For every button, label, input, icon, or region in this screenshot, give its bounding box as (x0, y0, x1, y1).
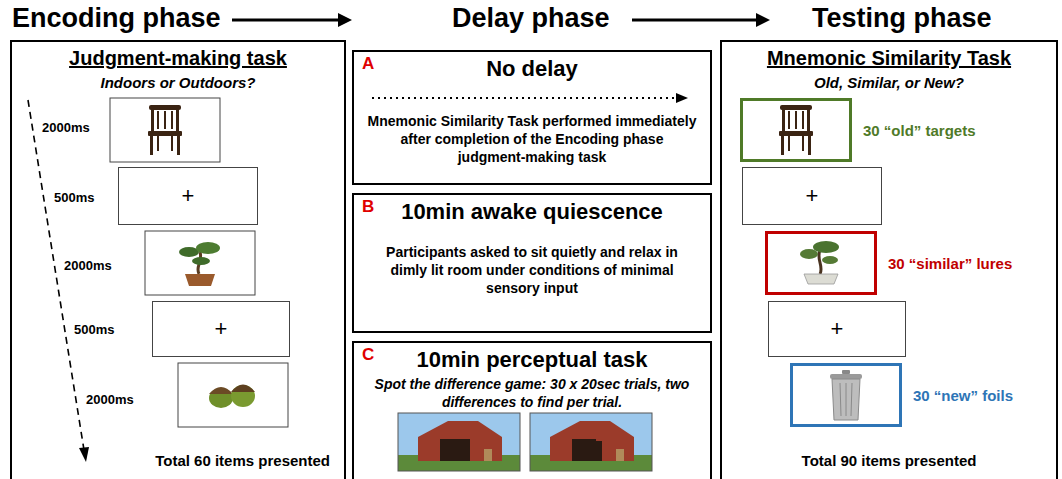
condition-title: No delay (366, 56, 698, 82)
timing-label: 2000ms (84, 392, 136, 408)
panel-subtitle: Old, Similar, or New? (722, 73, 1056, 92)
phase-heading: Delay phase (452, 2, 610, 34)
trial-label: 30 “new” foils (913, 387, 1013, 404)
condition-text: Mnemonic Similarity Task performed immed… (366, 112, 698, 166)
foil-frame: 30 “new” foils (790, 363, 902, 427)
item-count: Total 90 items presented (722, 452, 1056, 469)
timing-label: 500ms (52, 190, 96, 206)
condition-box: ANo delayMnemonic Similarity Task perfor… (352, 50, 712, 185)
timing-label: 2000ms (40, 120, 92, 136)
fixation-slide: + (152, 301, 290, 357)
phase-heading: Encoding phase (12, 2, 221, 34)
fixation-slide: + (118, 167, 258, 225)
panel-subtitle: Indoors or Outdoors? (12, 73, 344, 92)
condition-text: Participants asked to sit quietly and re… (366, 243, 698, 297)
phase-heading: Testing phase (812, 2, 992, 34)
condition-box: C10min perceptual taskSpot the differenc… (352, 341, 712, 479)
fixation-cross: + (831, 317, 844, 341)
fixation-cross: + (806, 184, 819, 208)
fixation-cross: + (182, 184, 195, 208)
item-count: Total 60 items presented (155, 452, 330, 469)
panel-title: Judgment-making task (12, 46, 344, 70)
fixation-slide: + (742, 167, 882, 225)
condition-text: Spot the difference game: 30 x 20sec tri… (366, 375, 698, 411)
condition-letter: B (362, 197, 374, 217)
timing-label: 2000ms (62, 258, 114, 274)
condition-box: B10min awake quiescenceParticipants aske… (352, 193, 712, 333)
condition-title: 10min awake quiescence (366, 199, 698, 225)
trial-label: 30 “old” targets (863, 122, 976, 139)
timing-label: 500ms (72, 322, 116, 338)
trial-label: 30 “similar” lures (888, 255, 1012, 272)
condition-title: 10min perceptual task (366, 347, 698, 373)
fixation-cross: + (215, 317, 228, 341)
lure-frame: 30 “similar” lures (765, 231, 877, 295)
condition-letter: C (362, 345, 374, 365)
target-frame: 30 “old” targets (740, 98, 852, 162)
panel-title: Mnemonic Similarity Task (722, 46, 1056, 70)
condition-letter: A (362, 54, 374, 74)
phase-panel: Mnemonic Similarity TaskOld, Similar, or… (720, 40, 1058, 479)
phase-panel: Judgment-making taskIndoors or Outdoors?… (10, 40, 346, 479)
fixation-slide: + (768, 301, 906, 357)
